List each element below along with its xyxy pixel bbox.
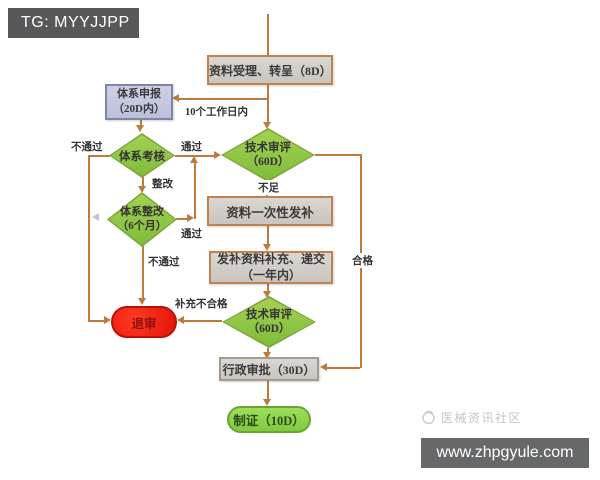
node-system-audit-label: 体系考核	[119, 150, 165, 163]
arrowhead-into-reject-left	[104, 316, 111, 324]
label-rectify: 整改	[152, 179, 173, 190]
arrowhead-into-submit-top	[263, 244, 271, 251]
watermark-logo-icon	[422, 410, 435, 425]
connector-fail-to-reject	[88, 320, 105, 322]
connector-audit-fail-v	[88, 155, 90, 321]
arrowhead-into-rectify-top	[138, 186, 146, 193]
arrowhead-into-audit-top	[136, 125, 144, 132]
arrowhead-into-reject-top	[138, 298, 146, 305]
node-reject: 退审	[111, 306, 177, 338]
node-tech-review-2: 技术审评 （60D）	[222, 296, 316, 348]
arrowhead-rectify-pass-up	[190, 156, 198, 163]
node-system-audit: 体系考核	[109, 133, 175, 178]
node-supplement-submit: 发补资料补充、递交 （一年内）	[209, 251, 333, 284]
node-certificate-label: 制证（10D）	[233, 414, 305, 428]
node-reject-label: 退审	[131, 316, 157, 331]
tg-badge-text: TG: MYYJJPP	[21, 14, 130, 31]
label-rectify-fail: 不通过	[148, 257, 180, 268]
arrowhead-into-review1-top	[263, 122, 271, 129]
node-system-rectify-line2: （6个月）	[117, 219, 167, 232]
connector-top-entry	[267, 14, 269, 55]
label-supplement-unqualified: 补充不合格	[175, 299, 228, 310]
node-supplement-notice-label: 资料一次性发补	[226, 205, 314, 220]
label-qualified: 合格	[350, 253, 375, 268]
connector-accept-to-review1	[267, 85, 269, 124]
arrowhead-into-approval-right	[320, 363, 327, 371]
connector-submit-to-review2	[267, 284, 269, 293]
connector-review2-to-reject	[184, 320, 222, 322]
label-rectify-pass: 通过	[181, 229, 202, 240]
node-tech-review-1-line1: 技术审评	[245, 141, 291, 154]
connector-rectify-fail	[142, 246, 144, 300]
website-banner: www.zhpgyule.com	[421, 438, 589, 468]
watermark-text: 医械资讯社区	[441, 411, 523, 425]
node-accept: 资料受理、转呈（8D）	[207, 55, 333, 85]
node-certificate: 制证（10D）	[227, 406, 311, 433]
connector-qualified-h-bottom	[327, 367, 360, 369]
label-insufficient: 不足	[256, 180, 281, 195]
connector-approval-to-cert	[267, 381, 269, 401]
node-supplement-notice: 资料一次性发补	[207, 196, 333, 226]
connector-declare-to-audit	[140, 120, 142, 126]
node-system-rectify-line1: 体系整改	[120, 205, 164, 218]
node-tech-review-1: 技术审评 （60D）	[221, 128, 315, 182]
arrowhead-faint-artifact	[92, 213, 99, 221]
arrowhead-into-cert-top	[263, 399, 271, 406]
node-supplement-submit-line1: 发补资料补充、递交	[216, 251, 325, 266]
node-system-rectify: 体系整改 （6个月）	[107, 192, 177, 247]
node-admin-approval: 行政审批（30D）	[219, 357, 319, 381]
connector-notice-to-submit	[267, 226, 269, 245]
node-admin-approval-label: 行政审批（30D）	[222, 362, 316, 377]
connector-rectify-pass-h	[176, 218, 189, 220]
tg-badge: TG: MYYJJPP	[8, 8, 139, 38]
label-ten-working-days: 10个工作日内	[185, 107, 248, 118]
arrowhead-into-review1-left	[214, 151, 221, 159]
connector-rectify-pass-v	[194, 161, 196, 219]
arrowhead-into-declare	[172, 94, 179, 102]
label-audit-fail: 不通过	[71, 142, 103, 153]
watermark: 医械资讯社区	[420, 409, 522, 426]
node-accept-label: 资料受理、转呈（8D）	[209, 63, 332, 78]
website-url: www.zhpgyule.com	[436, 444, 574, 461]
node-tech-review-2-line2: （60D）	[247, 323, 291, 335]
connector-audit-rectify	[142, 177, 144, 187]
node-supplement-submit-line2: （一年内）	[240, 267, 301, 282]
connector-qualified-h-top	[315, 154, 362, 156]
node-tech-review-1-line2: （60D）	[246, 156, 290, 168]
node-system-declare: 体系申报 （20D内）	[105, 84, 173, 120]
arrowhead-into-reject-right	[177, 316, 184, 324]
node-system-declare-line2: （20D内）	[113, 103, 165, 115]
connector-review2-to-approval	[267, 348, 269, 355]
arrowhead-into-approval-top	[263, 352, 271, 359]
arrowhead-rectify-pass-join	[187, 214, 194, 222]
node-tech-review-2-line1: 技术审评	[246, 308, 292, 321]
connector-audit-fail-h	[88, 155, 110, 157]
connector-branch-to-declare	[179, 98, 268, 100]
node-system-declare-line1: 体系申报	[117, 88, 161, 101]
arrowhead-into-review2-top	[263, 291, 271, 298]
label-audit-pass: 通过	[181, 142, 202, 153]
